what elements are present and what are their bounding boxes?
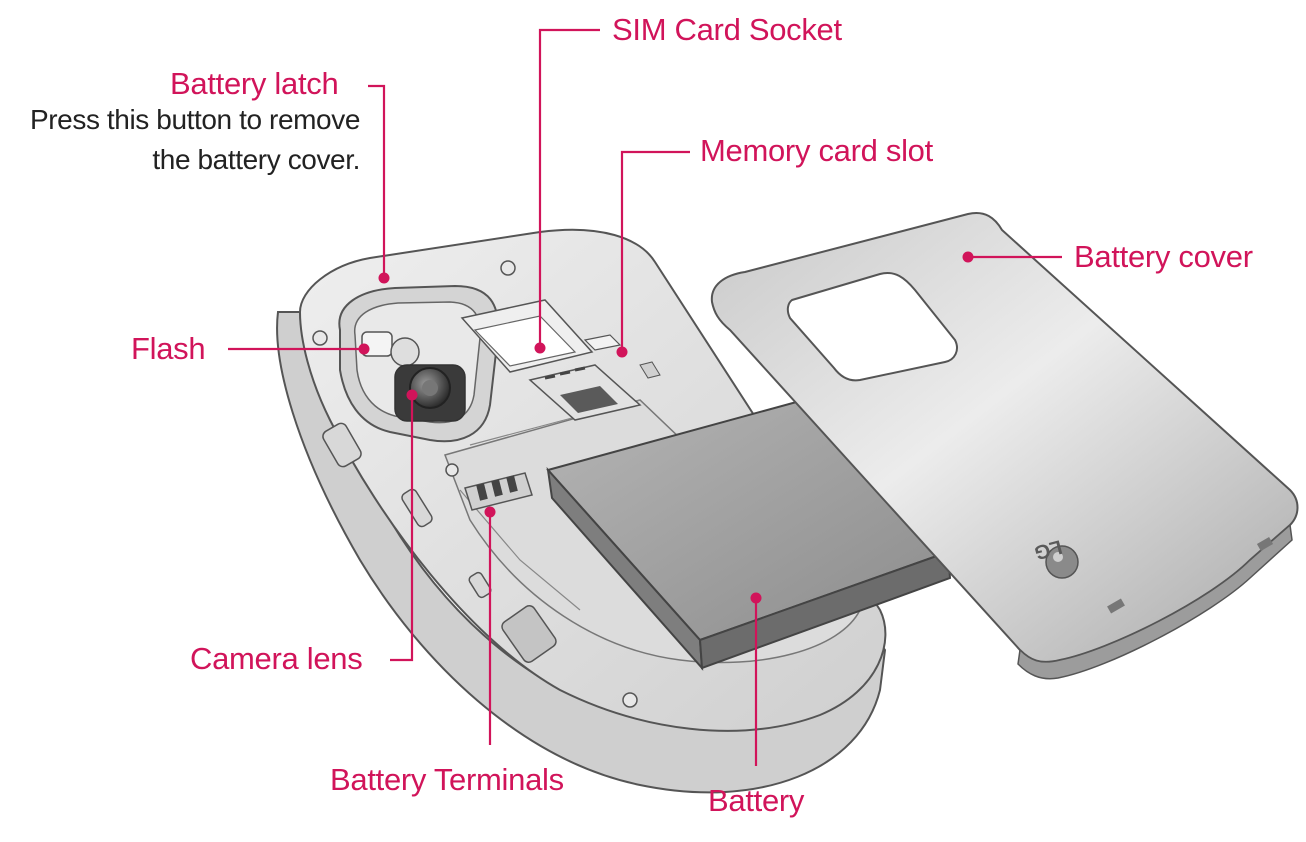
battery-terminals-label: Battery Terminals xyxy=(330,762,564,797)
callout-lines xyxy=(228,28,1062,766)
battery-cover-graphic: LG xyxy=(710,212,1299,680)
flash-label: Flash xyxy=(131,331,206,366)
battery-label: Battery xyxy=(708,783,805,818)
sim-card-socket-label: SIM Card Socket xyxy=(612,12,842,47)
battery-latch-label: Battery latch xyxy=(170,66,339,101)
battery-terminals-graphic xyxy=(464,472,533,511)
memory-card-slot-label: Memory card slot xyxy=(700,133,933,168)
camera-lens-label: Camera lens xyxy=(190,641,363,676)
card-slots-area xyxy=(460,299,661,421)
battery-cover-label: Battery cover xyxy=(1074,239,1253,274)
battery-latch-description-line1: Press this button to remove xyxy=(29,104,360,135)
callout-dots xyxy=(358,251,974,604)
camera-module xyxy=(338,284,500,443)
battery-latch-description-line2: the battery cover. xyxy=(152,144,360,175)
